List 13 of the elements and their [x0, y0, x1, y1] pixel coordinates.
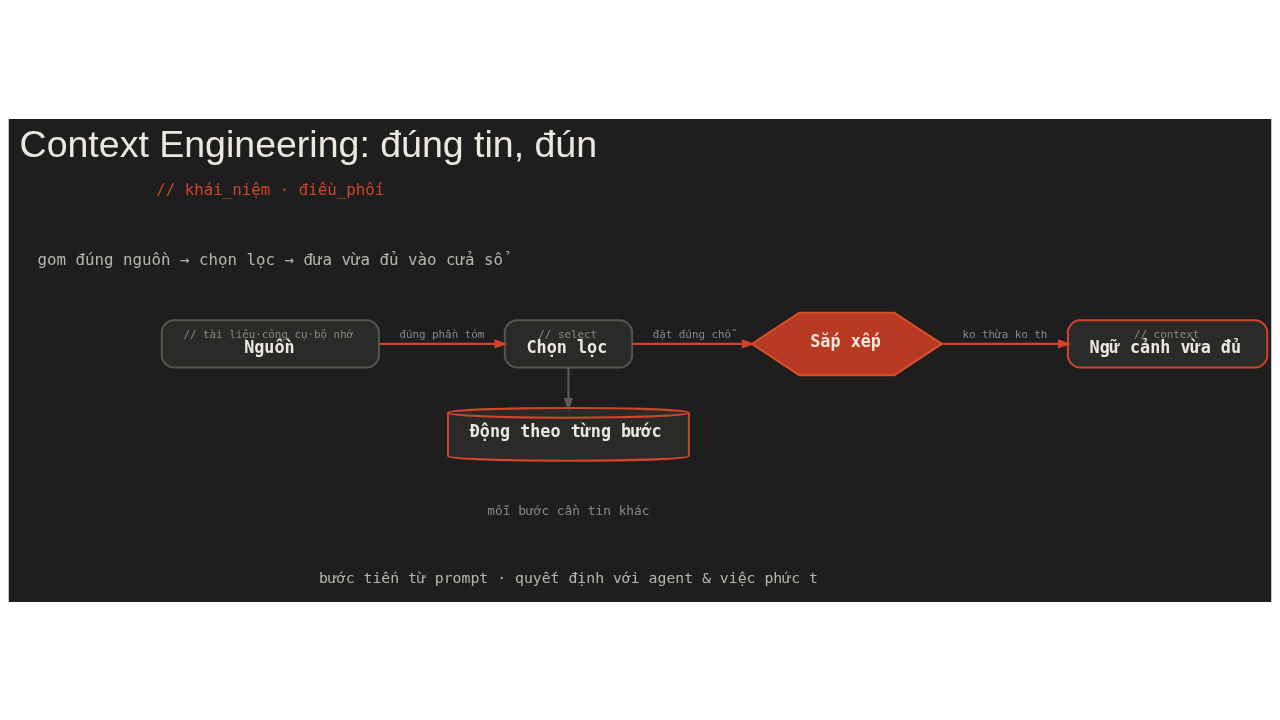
node-box: // select Chọn lọc — [503, 318, 634, 369]
arrow — [942, 338, 1072, 349]
arrow — [632, 338, 756, 349]
label: // khái_niệm · điều_phối — [156, 179, 385, 199]
diagram-title: Context Engineering: đúng tin, đún — [19, 122, 598, 165]
node-box: // context Ngữ cảnh vừa đủ — [1066, 318, 1269, 369]
label: bước tiến từ prompt · quyết định với agent & việc phức t — [319, 568, 818, 586]
node-box: // tài liệu·công cụ·bộ nhớ Nguồn — [160, 318, 380, 369]
edge-label: đúng phần tóm — [399, 327, 485, 341]
arrow — [563, 367, 574, 411]
arrow — [379, 338, 508, 349]
node-label: mỗi bước cần tin khác — [487, 502, 650, 518]
edge-label: ko thừa ko th — [962, 327, 1048, 341]
